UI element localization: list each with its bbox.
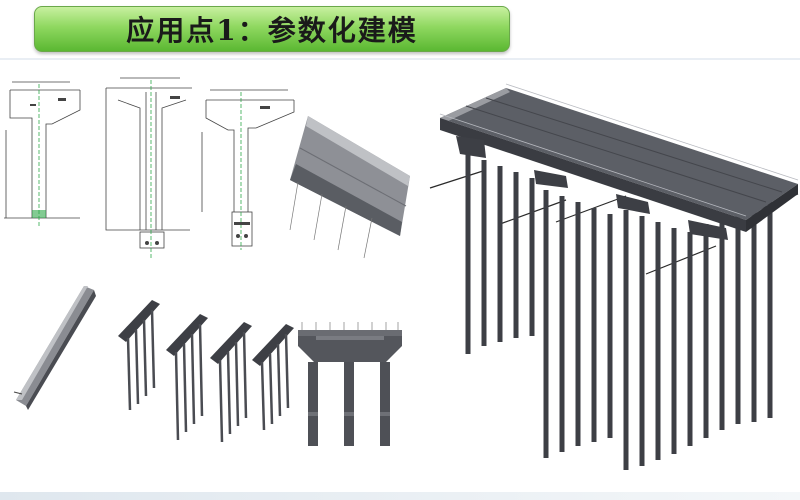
- slide-title: 应用点1：参数化建模: [126, 14, 418, 47]
- pier-elevation-drawing-1: [4, 81, 81, 228]
- pier-bent-model-1: [118, 300, 160, 411]
- bridge-3d-model: [429, 83, 799, 470]
- pier-bent-model-2: [166, 314, 208, 441]
- deck-segment-model: [289, 116, 410, 259]
- pier-bent-model-3: [210, 322, 252, 443]
- pier-bent-model-4: [252, 324, 294, 431]
- pier-elevation-drawing-3: [201, 89, 295, 250]
- footer-band: [0, 492, 800, 500]
- slide-title-banner: 应用点1：参数化建模: [34, 6, 510, 52]
- header-divider: [0, 58, 800, 60]
- beam-model: [13, 286, 96, 410]
- pier-elevation-drawing-2: [105, 77, 192, 258]
- pier-cap-front-view: [298, 322, 402, 446]
